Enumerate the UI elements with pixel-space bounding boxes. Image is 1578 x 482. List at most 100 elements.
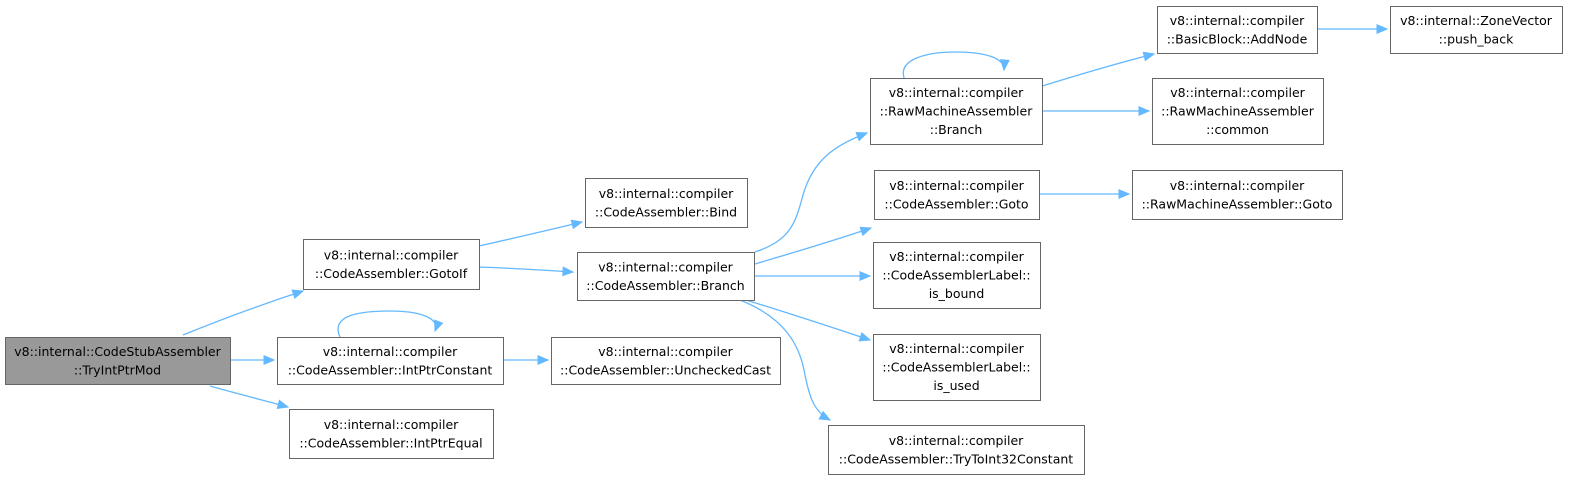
nodes-layer: v8::internal::CodeStubAssembler::TryIntP… [5,6,1563,475]
node-push-back[interactable]: v8::internal::ZoneVector::push_back [1390,6,1563,54]
node-label-line: ::push_back [1439,31,1514,46]
arrowhead-icon [818,410,832,421]
edge-line [754,227,872,265]
node-label-line: v8::internal::compiler [598,344,733,359]
arrowhead-icon [562,266,575,277]
edge-rma_branch-to-rma_branch [902,51,1010,79]
node-addnode[interactable]: v8::internal::compiler::BasicBlock::AddN… [1157,6,1318,54]
arrowhead-icon [999,59,1010,72]
node-label-line: ::RawMachineAssembler::Goto [1142,196,1333,211]
node-label-line: v8::internal::compiler [324,417,459,432]
node-label-line: ::CodeAssembler::TryToInt32Constant [839,451,1074,466]
node-label-line: ::TryIntPtrMod [74,362,161,377]
edge-intptrconstant-to-intptrconstant [337,310,444,338]
node-label-line: ::CodeAssemblerLabel:: [882,360,1030,375]
arrowhead-icon [263,355,276,365]
node-box[interactable] [1132,170,1343,220]
edge-branch-to-is_used [745,299,872,342]
node-intptrequal[interactable]: v8::internal::compiler::CodeAssembler::I… [289,409,494,459]
node-rma-branch[interactable]: v8::internal::compiler::RawMachineAssemb… [870,78,1043,145]
node-label-line: ::CodeAssembler::IntPtrConstant [288,362,493,377]
node-label-line: ::CodeAssembler::UncheckedCast [560,362,771,377]
edge-branch-to-is_bound [754,271,872,281]
node-label-line: ::CodeAssembler::Branch [586,278,744,293]
node-box[interactable] [1157,6,1318,54]
edge-addnode-to-push_back [1317,24,1389,34]
node-label-line: v8::internal::compiler [323,344,458,359]
node-label-line: v8::internal::compiler [599,186,734,201]
node-label-line: v8::internal::compiler [1170,178,1305,193]
node-trytoint32[interactable]: v8::internal::compiler::CodeAssembler::T… [828,425,1085,475]
node-is-used[interactable]: v8::internal::compiler::CodeAssemblerLab… [873,334,1041,401]
node-label-line: v8::internal::ZoneVector [1400,13,1553,28]
node-box[interactable] [289,409,494,459]
arrowhead-icon [1376,24,1389,34]
node-goto[interactable]: v8::internal::compiler::CodeAssembler::G… [874,170,1040,220]
node-box[interactable] [870,78,1043,145]
node-box[interactable] [874,170,1040,220]
node-gotoif[interactable]: v8::internal::compiler::CodeAssembler::G… [303,239,480,290]
edge-line [739,299,831,421]
arrowhead-icon [859,226,873,237]
edge-rma_branch-to-common [1042,106,1151,116]
node-is-bound[interactable]: v8::internal::compiler::CodeAssemblerLab… [873,242,1041,309]
node-label-line: ::CodeAssembler::Bind [595,204,737,219]
node-label-line: v8::internal::compiler [889,249,1024,264]
edge-branch-to-goto [754,226,873,265]
node-label-line: ::Branch [930,122,983,137]
node-root[interactable]: v8::internal::CodeStubAssembler::TryIntP… [5,337,231,385]
node-box[interactable] [551,337,781,385]
node-uncheckedcast[interactable]: v8::internal::compiler::CodeAssembler::U… [551,337,781,385]
node-box[interactable] [577,252,755,301]
node-box[interactable] [1390,6,1563,54]
edge-branch-to-trytoint32 [739,299,832,421]
node-label-line: ::CodeAssemblerLabel:: [882,268,1030,283]
arrowhead-icon [291,289,305,299]
node-rma-goto[interactable]: v8::internal::compiler::RawMachineAssemb… [1132,170,1343,220]
edge-root-to-gotoif [182,289,305,336]
node-label-line: v8::internal::compiler [1170,13,1305,28]
node-box[interactable] [303,239,480,290]
node-label-line: ::RawMachineAssembler [1161,104,1315,119]
arrowhead-icon [1138,106,1151,116]
arrowhead-icon [855,132,869,142]
node-box[interactable] [5,337,231,385]
arrowhead-icon [537,355,550,365]
node-branch[interactable]: v8::internal::compiler::CodeAssembler::B… [577,252,755,301]
node-box[interactable] [585,178,748,228]
node-label-line: ::CodeAssembler::IntPtrEqual [299,435,482,450]
arrowhead-icon [570,219,584,230]
node-label-line: v8::internal::compiler [1170,85,1305,100]
node-label-line: v8::internal::compiler [889,178,1024,193]
edges-layer [182,24,1389,421]
edge-line [337,310,437,338]
node-label-line: ::RawMachineAssembler [880,104,1034,119]
edge-goto-to-rma_goto [1038,189,1131,199]
edge-line [182,290,304,336]
node-box[interactable] [873,334,1041,401]
arrowhead-icon [1142,51,1156,62]
edge-line [209,385,289,408]
node-box[interactable] [277,337,504,385]
node-common[interactable]: v8::internal::compiler::RawMachineAssemb… [1152,78,1324,145]
edge-line [754,132,868,253]
arrowhead-icon [858,331,872,342]
node-label-line: v8::internal::compiler [598,259,733,274]
edge-gotoif-to-branch [478,266,575,277]
edge-root-to-intptrconstant [230,355,276,365]
arrowhead-icon [859,271,872,281]
edge-line [478,266,574,273]
arrowhead-icon [1118,189,1131,199]
node-label-line: is_used [933,378,979,393]
node-box[interactable] [828,425,1085,475]
node-label-line: ::CodeAssembler::Goto [884,196,1028,211]
node-intptrconstant[interactable]: v8::internal::compiler::CodeAssembler::I… [277,337,504,385]
edge-line [745,299,871,341]
node-box[interactable] [1152,78,1324,145]
node-box[interactable] [873,242,1041,309]
edge-root-to-intptrequal [209,385,290,410]
node-label-line: is_bound [929,286,985,301]
edge-line [478,221,583,247]
node-bind[interactable]: v8::internal::compiler::CodeAssembler::B… [585,178,748,228]
